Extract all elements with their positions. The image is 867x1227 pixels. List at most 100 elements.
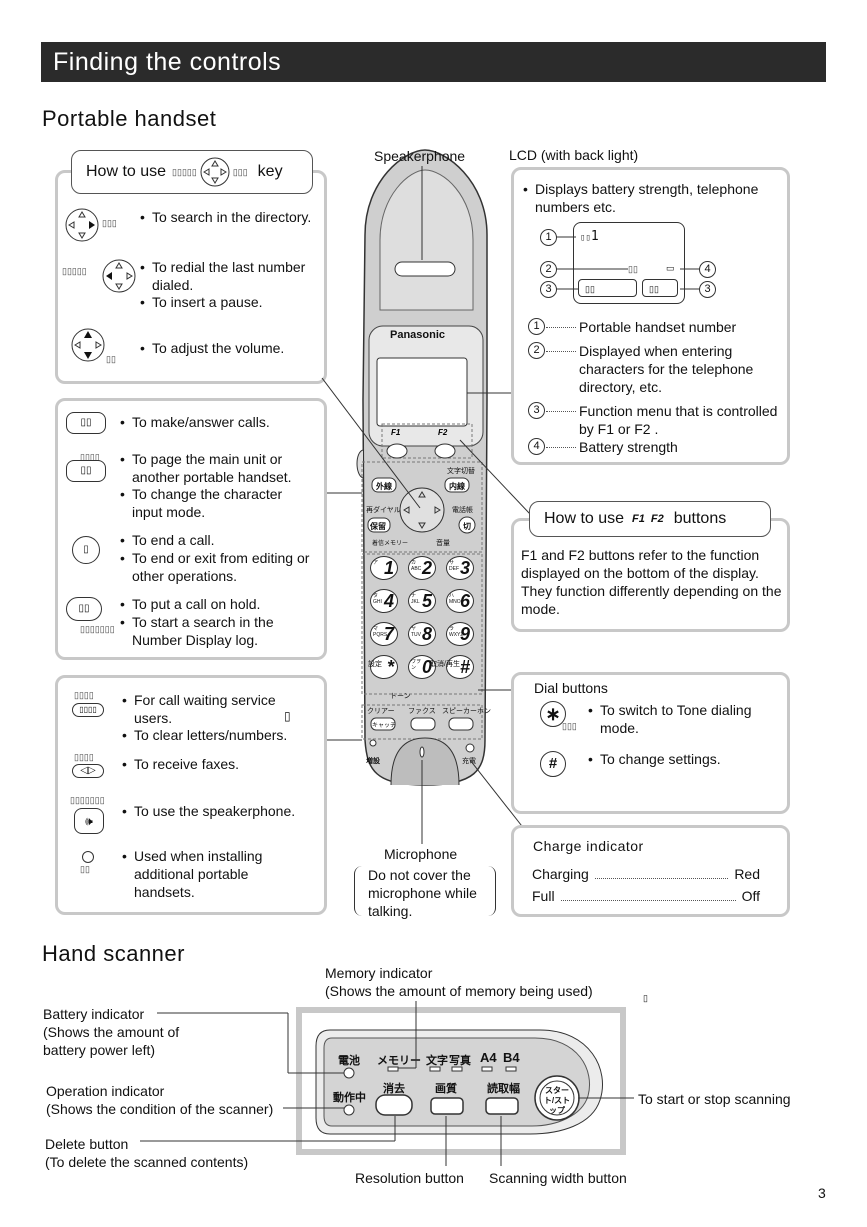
operating-panel-label: 動作中: [333, 1092, 366, 1104]
fbuttons-prefix: How to use: [544, 510, 625, 527]
redial-label: 再ダイヤル: [366, 507, 401, 514]
a4-panel-label: A4: [480, 1050, 497, 1065]
photo-panel-label: 写真: [449, 1055, 471, 1067]
extra-item: To receive faxes.: [122, 755, 304, 773]
nav-right-icon: [65, 208, 99, 242]
memory-indicator-label: Memory indicator: [325, 965, 433, 981]
intercom-key[interactable]: 内線: [449, 482, 465, 491]
jp-glyph: ▯: [284, 709, 291, 723]
char-panel-label: 文字: [426, 1055, 448, 1067]
jp-glyphs: ▯▯▯▯▯: [62, 266, 87, 276]
delete-button[interactable]: 消去: [383, 1083, 405, 1095]
memo-label: 着信メモリー: [372, 541, 409, 547]
outside-key[interactable]: 外線: [376, 482, 392, 491]
catch-key[interactable]: キャッチ: [372, 723, 397, 729]
charge-rows: Charging Red Full Off: [532, 863, 760, 907]
f2-icon: F2: [650, 513, 664, 525]
lcd-label: LCD (with back light): [509, 147, 639, 163]
volume-label: 音量: [436, 540, 450, 547]
lcd-legend-text: Battery strength: [579, 439, 678, 455]
svg-text:F1: F1: [391, 428, 401, 437]
fax-key-icon: ◁▷: [72, 764, 104, 778]
lcd-legend-text: Portable handset number: [579, 319, 737, 335]
jp-glyphs: ▯▯▯: [562, 721, 577, 731]
button-item: To end a call.: [120, 531, 312, 549]
hash-key-icon: #: [540, 751, 566, 777]
jp-glyphs: ▯▯: [106, 354, 116, 364]
start-stop-button[interactable]: スタート/ストップ: [543, 1086, 571, 1115]
keypad-key[interactable]: #: [446, 655, 474, 679]
keypad-key-sub: タ GHI: [373, 593, 382, 605]
fbuttons-body: F1 and F2 buttons refer to the function …: [521, 547, 782, 617]
charge-row-label: Charging: [532, 866, 589, 882]
keypad-key-label: 1: [383, 558, 394, 578]
button-item: To end or exit from editing or other ope…: [120, 549, 324, 585]
callout-3b: 3: [699, 281, 716, 298]
clear-label: クリアー: [367, 708, 395, 715]
fax-label: ファクス: [408, 708, 436, 715]
callout-3: 3: [540, 281, 557, 298]
callout-4: 4: [699, 261, 716, 278]
leader-dots: [546, 351, 576, 352]
howto-prefix: How to use: [86, 163, 167, 180]
off-key-icon: ▯: [72, 536, 100, 564]
dial-box: [511, 672, 790, 814]
b4-panel-label: B4: [503, 1050, 520, 1065]
tone-label: トーン: [390, 693, 411, 700]
charge-title: Charge indicator: [533, 838, 644, 854]
catch-key-icon: ▯▯▯▯: [72, 703, 104, 717]
keypad-key[interactable]: *: [370, 655, 398, 679]
leader-dots: [546, 411, 576, 412]
jp-glyphs: ▯▯▯▯: [74, 690, 94, 700]
keypad-key-label: 7: [383, 624, 394, 644]
keypad-key-sub: ア: [373, 560, 379, 566]
phonebook-label: 電話帳: [452, 507, 473, 514]
jp-glyph: ▯: [643, 993, 648, 1003]
hash-desc: To change settings.: [588, 750, 780, 768]
spk-label: スピーカーホン: [442, 708, 491, 715]
callout-1: 1: [540, 229, 557, 246]
button-item: To put a call on hold.: [120, 595, 312, 613]
charge-row-value: Off: [741, 888, 760, 904]
cancel-label: 取消/再生: [430, 661, 460, 668]
keypad-key-sub: ワヲン: [411, 659, 422, 671]
f1-icon: F1: [632, 513, 645, 525]
hold-key[interactable]: 保留: [370, 522, 386, 531]
nav-item: To adjust the volume.: [140, 339, 317, 357]
width-button[interactable]: 読取幅: [487, 1083, 520, 1095]
lcd-legend-num: 2: [528, 342, 545, 359]
operation-indicator-label: Operation indicator: [46, 1083, 165, 1099]
speakerphone-label: Speakerphone: [374, 148, 466, 164]
microphone-label: Microphone: [384, 846, 458, 862]
charge-row: Full Off: [532, 885, 760, 907]
svg-text:F2: F2: [438, 428, 448, 437]
portable-heading: Portable handset: [42, 106, 217, 131]
operation-indicator-desc: (Shows the condition of the scanner): [46, 1101, 274, 1117]
nav-item: To redial the last number dialed.: [140, 258, 322, 294]
keypad-key-label: 8: [421, 624, 432, 644]
scanner-heading: Hand scanner: [42, 941, 185, 966]
off-key[interactable]: 切: [463, 522, 471, 531]
extra-item: For call waiting service users.: [122, 691, 304, 727]
mic-note: Do not cover the microphone while talkin…: [368, 867, 477, 919]
lcd-box: [511, 167, 790, 465]
resolution-button[interactable]: 画質: [435, 1083, 457, 1095]
keypad-key-label: 2: [421, 558, 432, 578]
jp-glyphs: ▯▯▯▯▯: [172, 166, 197, 177]
button-item: To start a search in the Number Display …: [120, 613, 312, 649]
setting-label: 設定: [368, 661, 382, 668]
jp-glyphs: ▯▯▯▯: [74, 752, 94, 762]
register-key[interactable]: 増設: [366, 758, 380, 765]
delete-button-label: Delete button: [45, 1136, 129, 1152]
